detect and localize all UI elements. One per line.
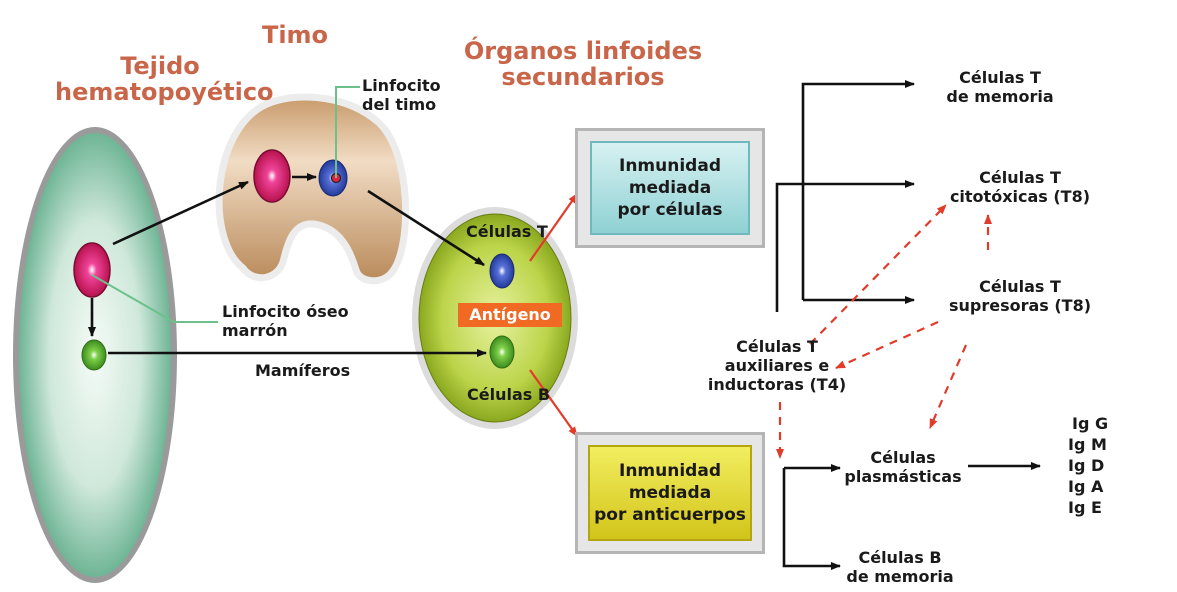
bone-marrow-lymphocyte-cell	[73, 242, 111, 298]
helper-t-cells-label: Células T auxiliares e inductoras (T4)	[707, 337, 847, 394]
thymus-lymphocyte-label: Linfocito del timo	[362, 76, 441, 114]
ig-d: Ig D	[1068, 456, 1105, 475]
memory-b-cells-label: Células B de memoria	[846, 548, 954, 586]
thymus-precursor-cell	[253, 149, 291, 203]
b-cell	[489, 335, 515, 369]
hematopoietic-tissue-title: Tejido hematopoyético	[55, 52, 274, 106]
cell-mediated-immunity-text: Inmunidad mediada por células	[590, 141, 750, 235]
antigen-badge: Antígeno	[458, 303, 562, 327]
mammal-precursor-cell	[81, 339, 107, 371]
thymus-title: Timo	[261, 21, 329, 49]
memory-t-cells-label: Células T de memoria	[946, 68, 1054, 106]
ig-e: Ig E	[1068, 498, 1102, 517]
ig-a: Ig A	[1068, 477, 1104, 496]
cell-mediated-immunity-box: Inmunidad mediada por células	[575, 128, 765, 248]
thymus-organ	[215, 93, 410, 285]
secondary-organs-title: Órganos linfoides secundarios	[463, 37, 703, 91]
t-cell	[489, 253, 515, 289]
ig-g: Ig G	[1072, 414, 1109, 433]
b-cells-label: Células B	[467, 385, 551, 404]
immunoglobulin-list: Ig G Ig M Ig D Ig A Ig E	[1058, 413, 1118, 518]
mammals-label: Mamíferos	[255, 361, 351, 380]
suppressor-t-cells-label: Células T supresoras (T8)	[948, 277, 1092, 315]
antibody-mediated-immunity-box: Inmunidad mediada por anticuerpos	[575, 432, 765, 554]
plasma-cells-label: Células plasmásticas	[844, 448, 962, 486]
cytotoxic-t-cells-label: Células T citotóxicas (T8)	[949, 168, 1091, 206]
bone-marrow-lymphocyte-label: Linfocito óseo marrón	[222, 302, 349, 340]
ig-m: Ig M	[1068, 435, 1107, 454]
t-cells-label: Células T	[466, 222, 548, 241]
antibody-mediated-immunity-text: Inmunidad mediada por anticuerpos	[588, 445, 752, 541]
